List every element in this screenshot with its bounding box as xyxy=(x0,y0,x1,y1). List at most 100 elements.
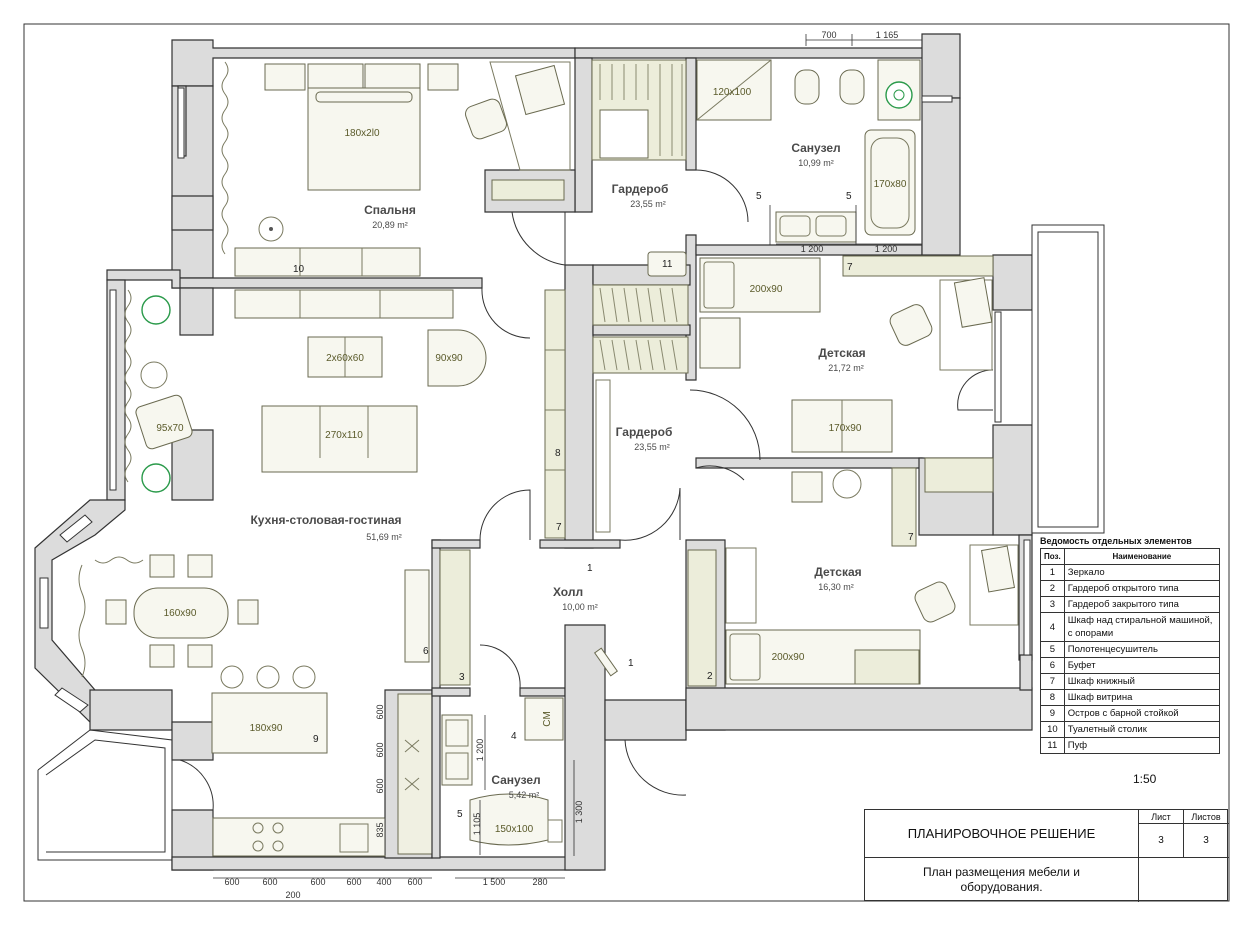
sheet-frame xyxy=(23,23,1230,902)
hall-furniture xyxy=(439,549,717,846)
room-name: Холл xyxy=(553,585,583,599)
furniture-size: 200x90 xyxy=(750,284,783,295)
dimension-value: 600 xyxy=(375,778,385,793)
room-labels: Спальня 20,89 m² Гардероб 23,55 m² Сануз… xyxy=(250,141,865,800)
dimension-lines xyxy=(213,34,922,879)
legend-name: Шкаф над стиральной машиной, с опорами xyxy=(1063,612,1221,642)
sheets-count: 3 xyxy=(1183,824,1229,858)
furniture-size: 95x70 xyxy=(156,423,184,434)
furniture-size: 170x80 xyxy=(874,179,907,190)
bath-big-furniture xyxy=(696,59,921,243)
position-marker: 9 xyxy=(313,734,319,745)
subtitle-line: оборудования. xyxy=(960,880,1043,894)
room-area: 16,30 m² xyxy=(818,582,854,592)
position-marker: 2 xyxy=(707,671,713,682)
room-name: Детская xyxy=(814,565,861,579)
legend-name: Гардероб закрытого типа xyxy=(1063,596,1221,613)
doors xyxy=(179,169,994,811)
drawing-title: ПЛАНИРОВОЧНОЕ РЕШЕНИЕ xyxy=(865,810,1139,858)
dimension-value: 1 200 xyxy=(875,244,898,254)
room-area: 20,89 m² xyxy=(372,220,408,230)
drawing-scale: 1:50 xyxy=(1133,772,1157,786)
legend-name: Шкаф книжный xyxy=(1063,673,1221,690)
legend-pos: 2 xyxy=(1040,580,1065,597)
living-furniture xyxy=(78,289,487,857)
legend-name: Остров с барной стойкой xyxy=(1063,705,1221,722)
room-name: Кухня-столовая-гостиная xyxy=(250,513,401,527)
room-name: Детская xyxy=(818,346,865,360)
legend-pos: 3 xyxy=(1040,596,1065,613)
dimension-value: 600 xyxy=(407,877,422,887)
legend-name: Туалетный столик xyxy=(1063,721,1221,738)
legend-pos: 10 xyxy=(1040,721,1065,738)
dimension-value: 1 200 xyxy=(475,739,485,762)
room-name: Гардероб xyxy=(616,425,673,439)
furniture-size: 120x100 xyxy=(713,87,752,98)
dimension-value: 835 xyxy=(375,822,385,837)
legend-header-name: Наименование xyxy=(1063,548,1221,565)
position-marker: 5 xyxy=(457,809,463,820)
dimension-value: 600 xyxy=(375,704,385,719)
legend-pos: 9 xyxy=(1040,705,1065,722)
position-marker: 6 xyxy=(423,646,429,657)
furniture-size: 180x90 xyxy=(250,723,283,734)
legend-pos: 1 xyxy=(1040,564,1065,581)
dimension-value: 280 xyxy=(532,877,547,887)
position-marker: 5 xyxy=(846,191,852,202)
title-block-divider xyxy=(1183,810,1184,858)
dimension-value: 600 xyxy=(310,877,325,887)
position-markers: 1 1 2 3 4 5 5 5 6 7 7 7 8 9 10 11 xyxy=(293,191,914,820)
legend-pos: 4 xyxy=(1040,612,1065,642)
furniture-size: 160x90 xyxy=(164,608,197,619)
room-area: 23,55 m² xyxy=(630,199,666,209)
elements-legend: Ведомость отдельных элементов Поз. Наиме… xyxy=(1040,536,1221,754)
dimension-labels: 700 1 165 1 200 1 200 600 600 600 835 60… xyxy=(224,30,898,900)
dimension-value: 600 xyxy=(346,877,361,887)
position-marker: 11 xyxy=(662,259,673,270)
room-name: Санузел xyxy=(791,141,840,155)
position-marker: 7 xyxy=(908,532,914,543)
kids2-furniture xyxy=(725,467,1019,685)
legend-pos: 6 xyxy=(1040,657,1065,674)
dimension-value: 400 xyxy=(376,877,391,887)
furniture-size: 200x90 xyxy=(772,652,805,663)
legend-name: Гардероб открытого типа xyxy=(1063,580,1221,597)
windows xyxy=(39,87,1031,713)
legend-header-row: Поз. Наименование xyxy=(1040,548,1221,565)
title-block: ПЛАНИРОВОЧНОЕ РЕШЕНИЕ План размещения ме… xyxy=(864,809,1229,902)
position-marker: 5 xyxy=(756,191,762,202)
legend-pos: 7 xyxy=(1040,673,1065,690)
legend-name: Полотенцесушитель xyxy=(1063,641,1221,658)
furniture-size: 2x60x60 xyxy=(326,353,364,364)
legend-title: Ведомость отдельных элементов xyxy=(1040,536,1192,546)
room-area: 21,72 m² xyxy=(828,363,864,373)
position-marker: 7 xyxy=(556,522,562,533)
room-area: 5,42 m² xyxy=(509,790,540,800)
room-name: Санузел xyxy=(491,773,540,787)
position-marker: 4 xyxy=(511,731,517,742)
legend-pos: 11 xyxy=(1040,737,1065,754)
dimension-value: 600 xyxy=(375,742,385,757)
position-marker: 1 xyxy=(628,658,634,669)
furniture-size: 90x90 xyxy=(435,353,463,364)
furniture-size: 270x110 xyxy=(325,430,363,441)
legend-header-pos: Поз. xyxy=(1040,548,1065,565)
legend-pos: 5 xyxy=(1040,641,1065,658)
position-marker: 1 xyxy=(587,563,593,574)
bedroom-furniture xyxy=(221,61,571,277)
dimension-value: 1 105 xyxy=(472,813,482,836)
furniture-size: 170x90 xyxy=(829,423,862,434)
position-marker: 10 xyxy=(293,264,305,275)
dimension-value: 1 165 xyxy=(876,30,899,40)
legend-name: Зеркало xyxy=(1063,564,1221,581)
dimension-value: 700 xyxy=(821,30,836,40)
